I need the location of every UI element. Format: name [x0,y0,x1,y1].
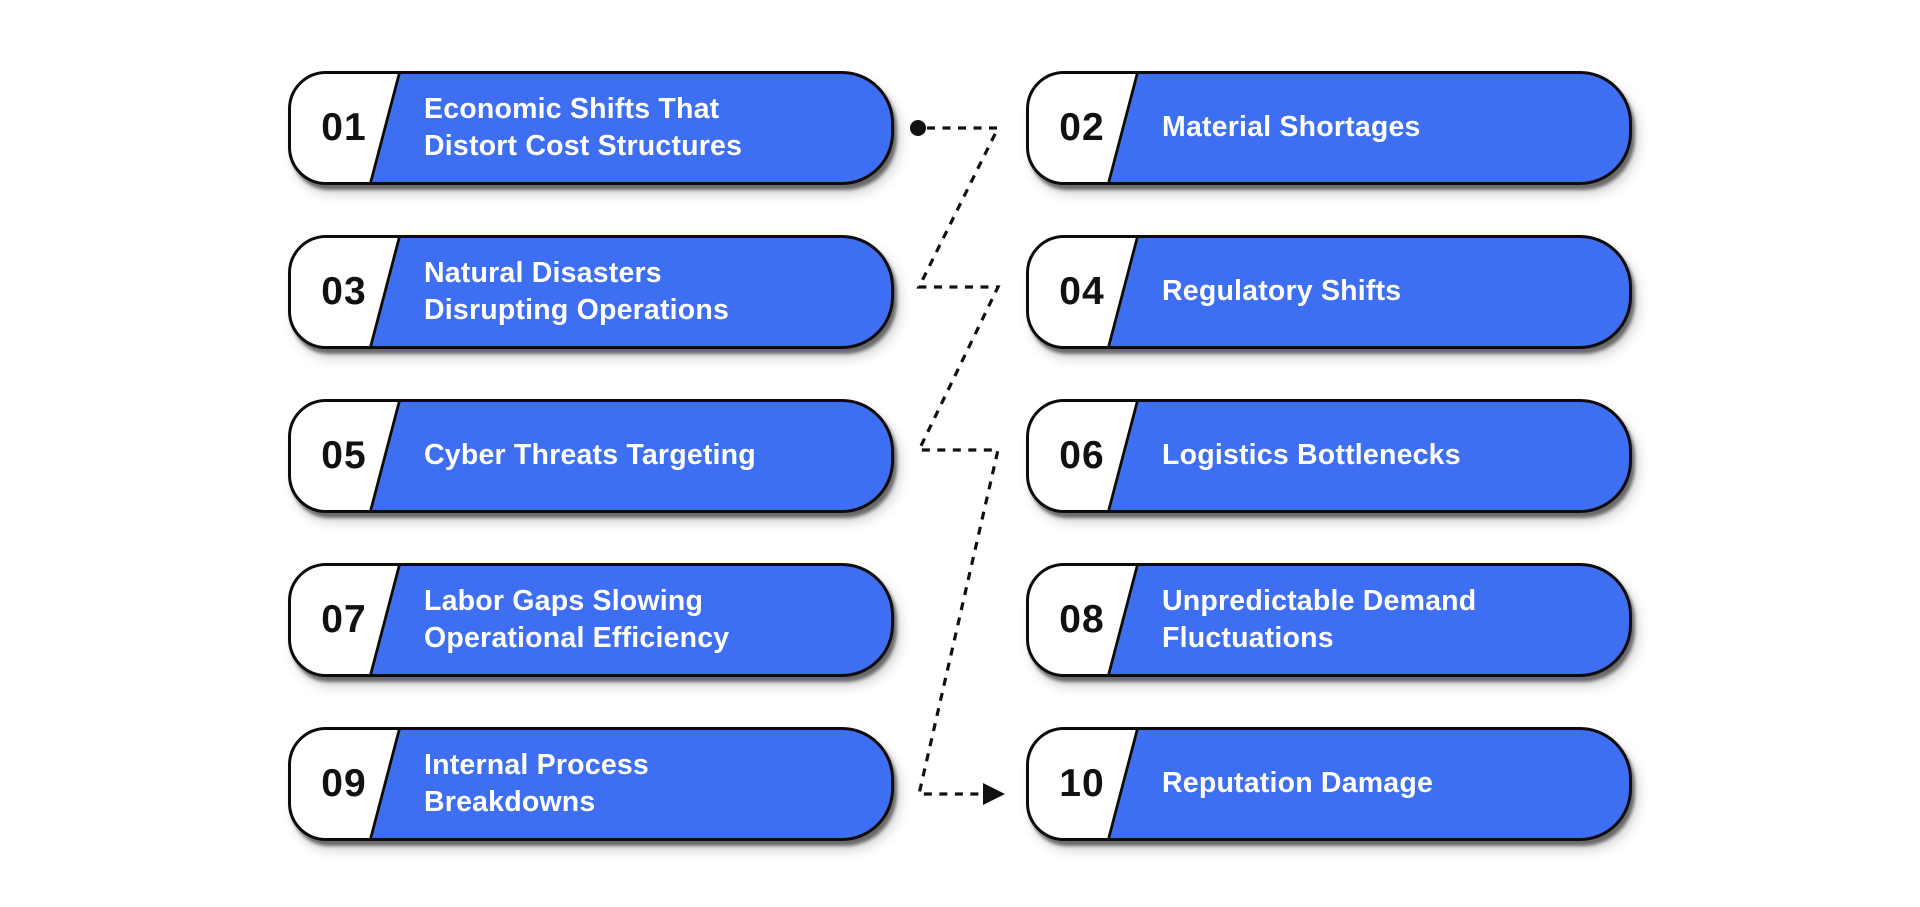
item-pill-10: 10 Reputation Damage [1026,727,1632,841]
item-title: Material Shortages [1162,111,1421,144]
item-number: 01 [321,106,367,149]
item-pill-02: 02 Material Shortages [1026,71,1632,185]
item-pill-01: 01 Economic Shifts That Distort Cost Str… [288,71,894,185]
item-title: Internal Process Breakdowns [424,748,649,818]
item-pill-04: 04 Regulatory Shifts [1026,235,1632,349]
connector-dashed-path [916,126,1001,796]
item-title: Economic Shifts That Distort Cost Struct… [424,92,743,162]
item-number: 08 [1059,598,1105,641]
item-title: Cyber Threats Targeting [424,439,756,472]
item-title: Unpredictable Demand Fluctuations [1162,584,1477,654]
item-number: 07 [321,598,367,641]
item-title: Reputation Damage [1162,767,1434,800]
item-number: 02 [1059,106,1105,149]
item-title: Labor Gaps Slowing Operational Efficienc… [424,584,730,654]
connector-start-dot-icon [910,120,926,136]
item-number: 06 [1059,434,1105,477]
item-title: Natural Disasters Disrupting Operations [424,256,730,326]
item-number: 05 [321,434,367,477]
item-pill-06: 06 Logistics Bottlenecks [1026,399,1632,513]
item-pill-03: 03 Natural Disasters Disrupting Operatio… [288,235,894,349]
item-number: 09 [321,762,367,805]
item-pill-05: 05 Cyber Threats Targeting [288,399,894,513]
item-title: Regulatory Shifts [1162,275,1402,308]
item-pill-08: 08 Unpredictable Demand Fluctuations [1026,563,1632,677]
item-number: 10 [1059,762,1105,805]
item-title: Logistics Bottlenecks [1162,439,1461,472]
connector-arrowhead-icon [983,783,1005,805]
item-pill-07: 07 Labor Gaps Slowing Operational Effici… [288,563,894,677]
item-pill-09: 09 Internal Process Breakdowns [288,727,894,841]
item-number: 04 [1059,270,1105,313]
item-number: 03 [321,270,367,313]
